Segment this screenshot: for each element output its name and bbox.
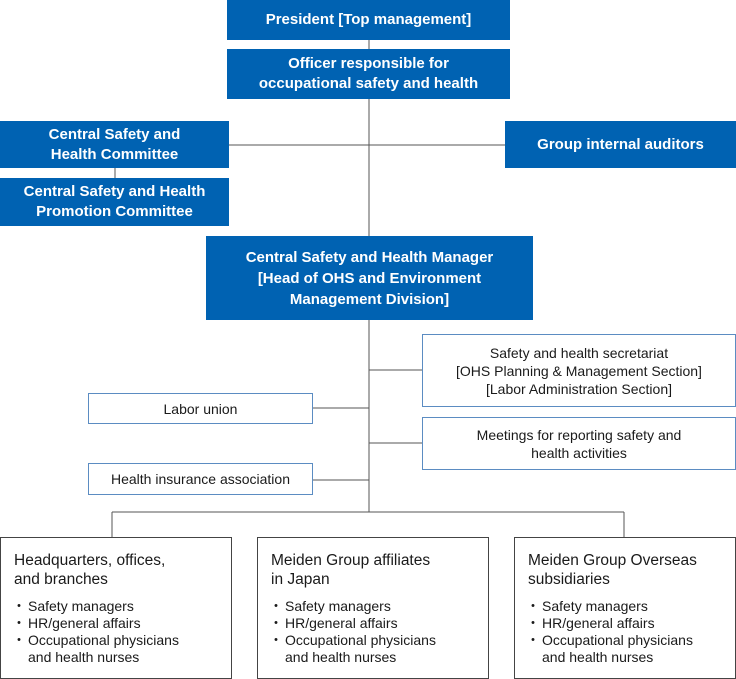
- unit-overseas-subsidiaries: Meiden Group Overseas subsidiaries Safet…: [514, 537, 736, 679]
- labor-union-box: Labor union: [88, 393, 313, 424]
- role-item-continuation: and health nurses: [542, 649, 654, 665]
- meetings-box: Meetings for reporting safety and health…: [422, 417, 736, 470]
- promotion-committee-line1: Central Safety and Health: [23, 183, 206, 200]
- promotion-committee-line2: Promotion Committee: [36, 203, 193, 220]
- role-item: Safety managers: [526, 598, 725, 615]
- central-committee-box: Central Safety and Health Committee: [0, 121, 229, 168]
- unit-headquarters: Headquarters, offices, and branches Safe…: [0, 537, 232, 679]
- meetings-line2: health activities: [531, 444, 627, 461]
- role-item: HR/general affairs: [12, 615, 221, 632]
- role-item: HR/general affairs: [269, 615, 478, 632]
- unit-role-list: Safety managers HR/general affairs Occup…: [12, 598, 221, 666]
- unit-affiliates-japan: Meiden Group affiliates in Japan Safety …: [257, 537, 489, 679]
- president-label: President [Top management]: [265, 11, 472, 28]
- officer-box: Officer responsible for occupational saf…: [227, 49, 510, 99]
- meetings-line1: Meetings for reporting safety and: [476, 426, 682, 443]
- role-item: Occupational physicians: [12, 632, 221, 649]
- manager-box: Central Safety and Health Manager [Head …: [206, 236, 533, 320]
- secretariat-line1: Safety and health secretariat: [489, 344, 669, 361]
- role-item-continuation: and health nurses: [28, 649, 140, 665]
- role-item: Occupational physicians: [526, 632, 725, 649]
- manager-line2: [Head of OHS and Environment: [257, 269, 482, 287]
- role-item: Safety managers: [12, 598, 221, 615]
- auditors-label: Group internal auditors: [537, 135, 704, 153]
- secretariat-line2: [OHS Planning & Management Section]: [456, 362, 702, 379]
- officer-label-line2: occupational safety and health: [258, 75, 479, 92]
- central-committee-line1: Central Safety and: [48, 125, 181, 143]
- labor-union-label: Labor union: [163, 400, 238, 417]
- role-item: Occupational physicians: [269, 632, 478, 649]
- secretariat-box: Safety and health secretariat [OHS Plann…: [422, 334, 736, 407]
- unit-title: Headquarters, offices, and branches: [14, 552, 166, 588]
- president-box: President [Top management]: [227, 0, 510, 40]
- unit-title: Meiden Group Overseas subsidiaries: [528, 552, 697, 588]
- central-committee-line2: Health Committee: [50, 145, 179, 163]
- manager-line3: Management Division]: [289, 290, 450, 308]
- insurance-box: Health insurance association: [88, 463, 313, 495]
- insurance-label: Health insurance association: [111, 471, 290, 487]
- role-item: HR/general affairs: [526, 615, 725, 632]
- manager-line1: Central Safety and Health Manager: [245, 248, 494, 266]
- role-item-continuation: and health nurses: [285, 649, 397, 665]
- officer-label-line1: Officer responsible for: [288, 55, 449, 72]
- secretariat-line3: [Labor Administration Section]: [486, 380, 672, 397]
- promotion-committee-box: Central Safety and Health Promotion Comm…: [0, 178, 229, 226]
- unit-role-list: Safety managers HR/general affairs Occup…: [269, 598, 478, 666]
- unit-title: Meiden Group affiliates in Japan: [271, 552, 431, 588]
- role-item: Safety managers: [269, 598, 478, 615]
- unit-role-list: Safety managers HR/general affairs Occup…: [526, 598, 725, 666]
- auditors-box: Group internal auditors: [505, 121, 736, 168]
